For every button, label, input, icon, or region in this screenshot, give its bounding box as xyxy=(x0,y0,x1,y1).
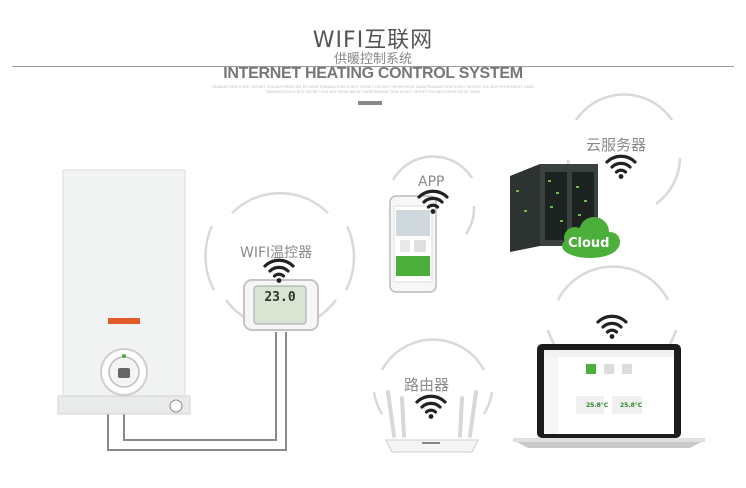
connection-pipes xyxy=(107,332,287,451)
english-title: INTERNET HEATING CONTROL SYSTEM xyxy=(223,65,523,82)
fine-print-line-1: TRANSACTION IS NOT SECRET YOU BUY FROM H… xyxy=(211,85,535,89)
router xyxy=(385,390,479,453)
wifi-icon-server xyxy=(605,154,637,181)
laptop-temperature-1: 25.8°C xyxy=(586,402,609,409)
laptop xyxy=(513,344,705,448)
boiler xyxy=(57,169,191,415)
page-subtitle: 供暖控制系统 xyxy=(333,52,412,67)
app-label: APP xyxy=(418,174,445,190)
router-label: 路由器 xyxy=(404,376,450,394)
cloud-shape xyxy=(562,217,620,258)
wifi-thermostat-label: WIFI温控器 xyxy=(240,245,313,261)
thermostat xyxy=(243,279,319,331)
fine-print-line-2: TRANSACTION IS NOT SECRET YOU BUY FROM H… xyxy=(265,90,481,94)
page-title: WIFI互联网 xyxy=(312,28,434,53)
title-dash xyxy=(358,101,382,105)
header-divider xyxy=(12,66,734,67)
thermostat-display-value: 23.0 xyxy=(264,290,296,305)
cloud-server-label: 云服务器 xyxy=(586,136,647,154)
wifi-icon-laptop xyxy=(596,314,628,341)
laptop-temperature-2: 25.8°C xyxy=(620,402,643,409)
smartphone xyxy=(389,195,437,293)
wifi-icon-router xyxy=(415,394,447,421)
cloud-label: Cloud xyxy=(568,236,610,251)
